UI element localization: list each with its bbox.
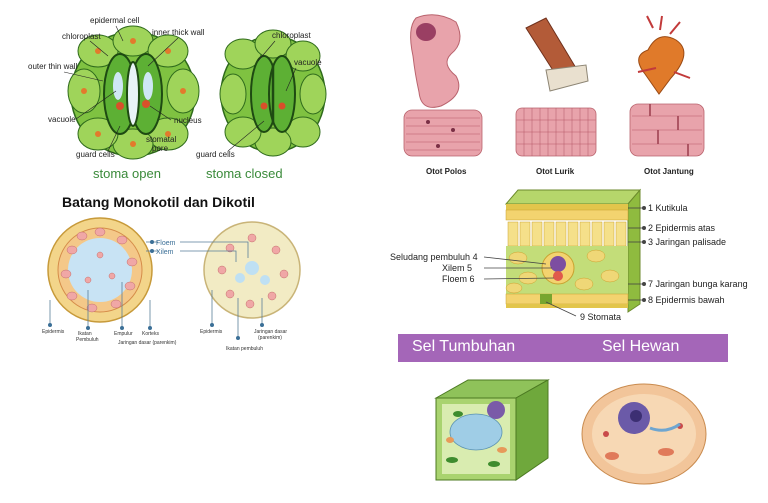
label-nucleus: nucleus bbox=[174, 116, 202, 125]
arm-muscle-icon bbox=[525, 17, 589, 92]
plant-cell-figure bbox=[434, 379, 550, 481]
label-epidermis-bawah: 8 Epidermis bawah bbox=[648, 295, 725, 305]
label-chloroplast-right: chloroplast bbox=[272, 31, 311, 40]
label-guard-cells-right: guard cells bbox=[196, 150, 235, 159]
label-empulur: Empulur bbox=[114, 331, 133, 337]
label-jaringan-dasar-left: Jaringan dasar (parenkim) bbox=[118, 340, 177, 346]
banner-sel-hewan: Sel Hewan bbox=[602, 338, 680, 355]
cardiac-muscle-tissue bbox=[629, 103, 705, 157]
label-epidermal-cell: epidermal cell bbox=[90, 16, 140, 25]
heart-icon bbox=[637, 15, 691, 95]
batang-title: Batang Monokotil dan Dikotil bbox=[62, 194, 255, 210]
label-chloroplast-left: chloroplast bbox=[62, 32, 101, 41]
label-jaringan-palisade: 3 Jaringan palisade bbox=[648, 237, 726, 247]
leaf-cross-section bbox=[504, 188, 642, 313]
stoma-diagram: epidermal cell chloroplast inner thick w… bbox=[28, 16, 327, 181]
label-xilem-5: Xilem 5 bbox=[442, 263, 472, 273]
label-epidermis-atas: 2 Epidermis atas bbox=[648, 223, 716, 233]
label-inner-thick-wall: inner thick wall bbox=[152, 28, 205, 37]
stoma-closed-figure bbox=[219, 29, 327, 157]
smooth-muscle-tissue bbox=[403, 109, 483, 157]
label-korteks: Korteks bbox=[142, 331, 159, 337]
daun-diagram: 1 Kutikula 2 Epidermis atas 3 Jaringan p… bbox=[390, 188, 748, 322]
label-otot-polos: Otot Polos bbox=[426, 167, 467, 176]
stoma-open-figure bbox=[67, 25, 200, 160]
animal-cell-figure bbox=[581, 383, 707, 485]
label-epidermis-left: Epidermis bbox=[42, 329, 65, 335]
label-otot-jantung: Otot Jantung bbox=[644, 167, 694, 176]
batang-panel: Batang Monokotil dan Dikotil bbox=[40, 190, 360, 365]
label-floem-6: Floem 6 bbox=[442, 274, 475, 284]
label-vacuole-left: vacuole bbox=[48, 115, 76, 124]
sel-banner: Sel Tumbuhan Sel Hewan bbox=[398, 334, 728, 362]
intestine-icon bbox=[410, 14, 461, 108]
label-kutikula: 1 Kutikula bbox=[648, 203, 688, 213]
label-ikatan-pembuluh-right: Ikatan pembuluh bbox=[226, 346, 263, 352]
stem-monocot-figure bbox=[47, 217, 153, 323]
label-outer-thin-wall: outer thin wall bbox=[28, 62, 78, 71]
label-vacuole-right: vacuole bbox=[294, 58, 322, 67]
sel-panel: Sel Tumbuhan Sel Hewan bbox=[398, 334, 728, 500]
otot-panel: Otot Polos Otot Lurik Otot Jantung bbox=[398, 8, 728, 180]
otot-diagram: Otot Polos Otot Lurik Otot Jantung bbox=[403, 14, 705, 176]
label-floem: Floem bbox=[156, 240, 176, 247]
daun-panel: 1 Kutikula 2 Epidermis atas 3 Jaringan p… bbox=[388, 186, 748, 326]
banner-sel-tumbuhan: Sel Tumbuhan bbox=[412, 338, 516, 355]
label-jaringan-dasar-right: Jaringan dasar(parenkim) bbox=[254, 329, 287, 341]
stoma-panel: epidermal cell chloroplast inner thick w… bbox=[28, 6, 328, 186]
label-otot-lurik: Otot Lurik bbox=[536, 167, 575, 176]
skeletal-muscle-tissue bbox=[515, 107, 597, 157]
sel-diagram bbox=[434, 379, 707, 485]
label-epidermis-right: Epidermis bbox=[200, 329, 223, 335]
label-jaringan-bunga-karang: 7 Jaringan bunga karang bbox=[648, 279, 748, 289]
label-xilem: Xilem bbox=[156, 249, 174, 256]
caption-stoma-open: stoma open bbox=[93, 166, 161, 181]
caption-stoma-closed: stoma closed bbox=[206, 166, 283, 181]
label-stomata: 9 Stomata bbox=[580, 312, 621, 322]
stem-dicot-figure bbox=[203, 221, 301, 319]
label-guard-cells-left: guard cells bbox=[76, 150, 115, 159]
label-seludang-pembuluh: Seludang pembuluh 4 bbox=[390, 252, 478, 262]
